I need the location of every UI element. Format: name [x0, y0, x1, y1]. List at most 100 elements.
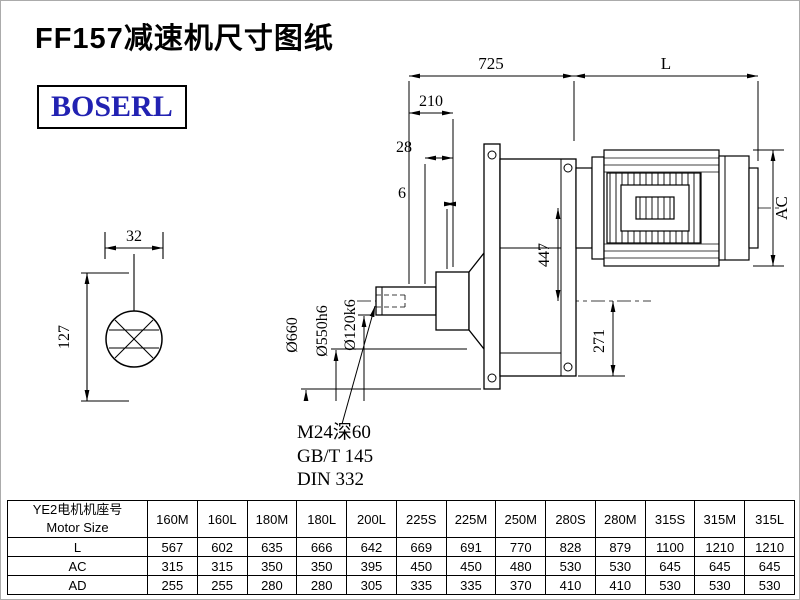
cell: 567 — [147, 537, 198, 557]
fan-cover — [718, 155, 750, 261]
col-header: 200L — [346, 500, 397, 538]
flange-plate — [483, 143, 501, 390]
dim-271-label: 271 — [591, 329, 608, 353]
motor-adapter — [575, 167, 593, 249]
col-header: 225M — [445, 500, 497, 538]
dim-motor-length-label: L — [661, 54, 671, 73]
cell: 305 — [346, 575, 397, 595]
table-row-AD: AD 255 255 280 280 305 335 335 370 410 4… — [7, 575, 795, 595]
cell: 350 — [246, 556, 298, 576]
row-label: L — [7, 537, 148, 557]
cell: 450 — [445, 556, 497, 576]
cell: 410 — [594, 575, 646, 595]
dim-28-label: 28 — [396, 139, 412, 156]
cell: 770 — [495, 537, 547, 557]
dim-447-label: 447 — [536, 243, 553, 267]
cell: 370 — [495, 575, 547, 595]
cell: 315 — [147, 556, 198, 576]
dimension-table: YE2电机机座号 Motor Size 160M 160L 180M 180L … — [7, 500, 795, 595]
gear-housing — [499, 158, 577, 377]
motor-winding — [635, 196, 675, 220]
row-label: AD — [7, 575, 148, 595]
cell: 530 — [644, 575, 696, 595]
dim-ac-label: AC — [772, 196, 791, 220]
cell: 666 — [296, 537, 348, 557]
col-header: 315M — [694, 500, 746, 538]
housing-bolt-hole — [563, 362, 573, 372]
dim-725-label: 725 — [478, 54, 504, 73]
col-header: 280M — [594, 500, 646, 538]
motor-flange — [591, 156, 605, 260]
dia-flange-label: Ø660 — [284, 317, 301, 353]
fan-end-cap — [748, 167, 759, 249]
cell: 410 — [545, 575, 596, 595]
shaft-hub — [435, 271, 470, 331]
col-header: 315S — [644, 500, 696, 538]
cell: 645 — [744, 556, 795, 576]
cell: 530 — [545, 556, 596, 576]
note-gb-standard: GB/T 145 — [297, 446, 373, 467]
cell: 255 — [147, 575, 198, 595]
bell-housing — [468, 251, 485, 351]
output-shaft — [375, 286, 437, 316]
cell: 450 — [395, 556, 447, 576]
flange-bolt-hole — [487, 373, 497, 383]
dia-spigot-label: Ø550h6 — [314, 305, 331, 357]
note-din-standard: DIN 332 — [297, 469, 364, 490]
cell: 530 — [594, 556, 646, 576]
col-header: 225S — [395, 500, 447, 538]
dim-127-label: 127 — [56, 325, 73, 349]
flange-bolt-hole — [487, 150, 497, 160]
cell: 335 — [395, 575, 447, 595]
cell: 315 — [196, 556, 248, 576]
col-header: 250M — [495, 500, 547, 538]
col-header: 180M — [246, 500, 298, 538]
cell: 530 — [744, 575, 795, 595]
cell: 645 — [644, 556, 696, 576]
table-row-AC: AC 315 315 350 350 395 450 450 480 530 5… — [7, 556, 795, 576]
cell: 1210 — [694, 537, 746, 557]
cell: 635 — [246, 537, 298, 557]
note-tapped-hole: M24深60 — [297, 421, 371, 443]
cell: 350 — [296, 556, 348, 576]
table-header-row: YE2电机机座号 Motor Size 160M 160L 180M 180L … — [7, 500, 795, 538]
cell: 480 — [495, 556, 547, 576]
cell: 879 — [594, 537, 646, 557]
dim-32-label: 32 — [126, 228, 142, 245]
motor-size-label-cn: YE2电机机座号 — [32, 502, 123, 518]
dia-shaft-label: Ø120k6 — [342, 299, 359, 351]
cell: 828 — [545, 537, 596, 557]
dim-6-label: 6 — [398, 185, 406, 202]
page-title: FF157减速机尺寸图纸 — [35, 23, 334, 55]
col-header: 180L — [296, 500, 348, 538]
row-label: AC — [7, 556, 148, 576]
cell: 280 — [246, 575, 298, 595]
col-header: 160M — [147, 500, 198, 538]
dim-210-label: 210 — [419, 93, 443, 110]
motor-outline — [575, 149, 759, 267]
dimension-lines — [301, 73, 784, 425]
technical-drawing: 32 127 — [56, 54, 791, 490]
col-header: 160L — [196, 500, 248, 538]
cell: 691 — [445, 537, 497, 557]
cell: 335 — [445, 575, 497, 595]
gearbox-outline — [375, 143, 577, 390]
shaft-end-view — [81, 232, 164, 402]
cell: 669 — [395, 537, 447, 557]
table-row-L: L 567 602 635 666 642 669 691 770 828 87… — [7, 537, 795, 557]
col-header: 280S — [545, 500, 596, 538]
cell: 255 — [196, 575, 248, 595]
brand-logo: BOSERL — [37, 85, 187, 129]
cell: 395 — [346, 556, 397, 576]
housing-bolt-hole — [563, 163, 573, 173]
table-header-motor-size: YE2电机机座号 Motor Size — [7, 500, 148, 538]
cell: 1210 — [744, 537, 795, 557]
cell: 642 — [346, 537, 397, 557]
cell: 602 — [196, 537, 248, 557]
cell: 280 — [296, 575, 348, 595]
cell: 1100 — [644, 537, 696, 557]
motor-size-label-en: Motor Size — [46, 520, 109, 535]
cell: 645 — [694, 556, 746, 576]
col-header: 315L — [744, 500, 795, 538]
